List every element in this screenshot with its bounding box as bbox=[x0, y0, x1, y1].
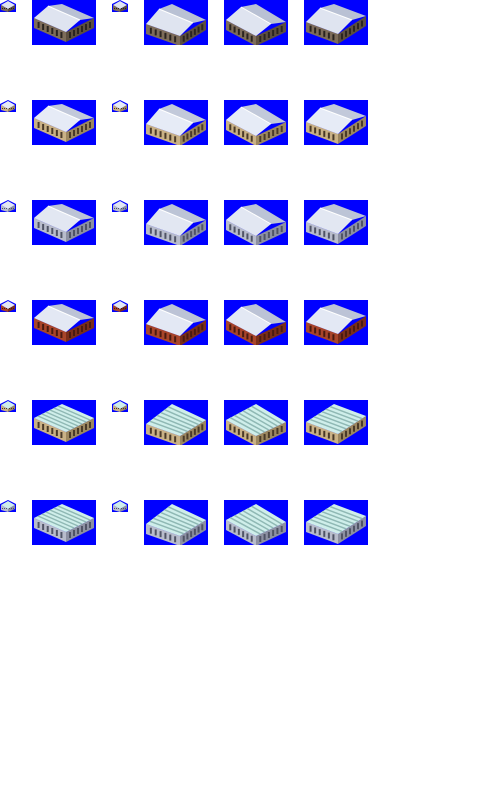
building-sprite-icon bbox=[144, 500, 208, 545]
palette-swatch-icon bbox=[0, 200, 16, 212]
palette-swatch-icon bbox=[0, 400, 16, 412]
building-sprite-icon bbox=[224, 300, 288, 345]
building-sprite-icon bbox=[224, 100, 288, 145]
sprite-row-sandstone-warehouse bbox=[0, 100, 500, 146]
palette-swatch-icon bbox=[112, 200, 128, 212]
building-sprite-icon bbox=[144, 400, 208, 445]
palette-swatch-icon bbox=[112, 0, 128, 12]
building-sprite-icon bbox=[224, 200, 288, 245]
sprite-row-grey-warehouse bbox=[0, 200, 500, 246]
building-sprite-icon bbox=[224, 0, 288, 45]
palette-swatch-icon bbox=[0, 300, 16, 312]
building-sprite-icon bbox=[32, 300, 96, 345]
building-sprite-icon bbox=[304, 100, 368, 145]
sprite-row-brick-warehouse bbox=[0, 300, 500, 346]
building-sprite-icon bbox=[32, 400, 96, 445]
building-sprite-icon bbox=[304, 400, 368, 445]
palette-swatch-icon bbox=[112, 300, 128, 312]
sprite-row-stone-warehouse bbox=[0, 0, 500, 46]
palette-swatch-icon bbox=[0, 0, 16, 12]
building-sprite-icon bbox=[144, 200, 208, 245]
building-sprite-icon bbox=[304, 200, 368, 245]
sprite-row-grey-sawtooth bbox=[0, 500, 500, 546]
building-sprite-icon bbox=[144, 300, 208, 345]
palette-swatch-icon bbox=[0, 500, 16, 512]
building-sprite-icon bbox=[224, 400, 288, 445]
building-sprite-icon bbox=[304, 0, 368, 45]
building-sprite-icon bbox=[32, 200, 96, 245]
building-sprite-icon bbox=[32, 100, 96, 145]
sprite-row-sandstone-sawtooth bbox=[0, 400, 500, 446]
palette-swatch-icon bbox=[112, 500, 128, 512]
building-sprite-icon bbox=[32, 0, 96, 45]
building-sprite-icon bbox=[224, 500, 288, 545]
building-sprite-icon bbox=[144, 0, 208, 45]
palette-swatch-icon bbox=[112, 100, 128, 112]
building-sprite-icon bbox=[144, 100, 208, 145]
building-sprite-icon bbox=[32, 500, 96, 545]
building-sprite-icon bbox=[304, 500, 368, 545]
palette-swatch-icon bbox=[0, 100, 16, 112]
palette-swatch-icon bbox=[112, 400, 128, 412]
building-sprite-icon bbox=[304, 300, 368, 345]
